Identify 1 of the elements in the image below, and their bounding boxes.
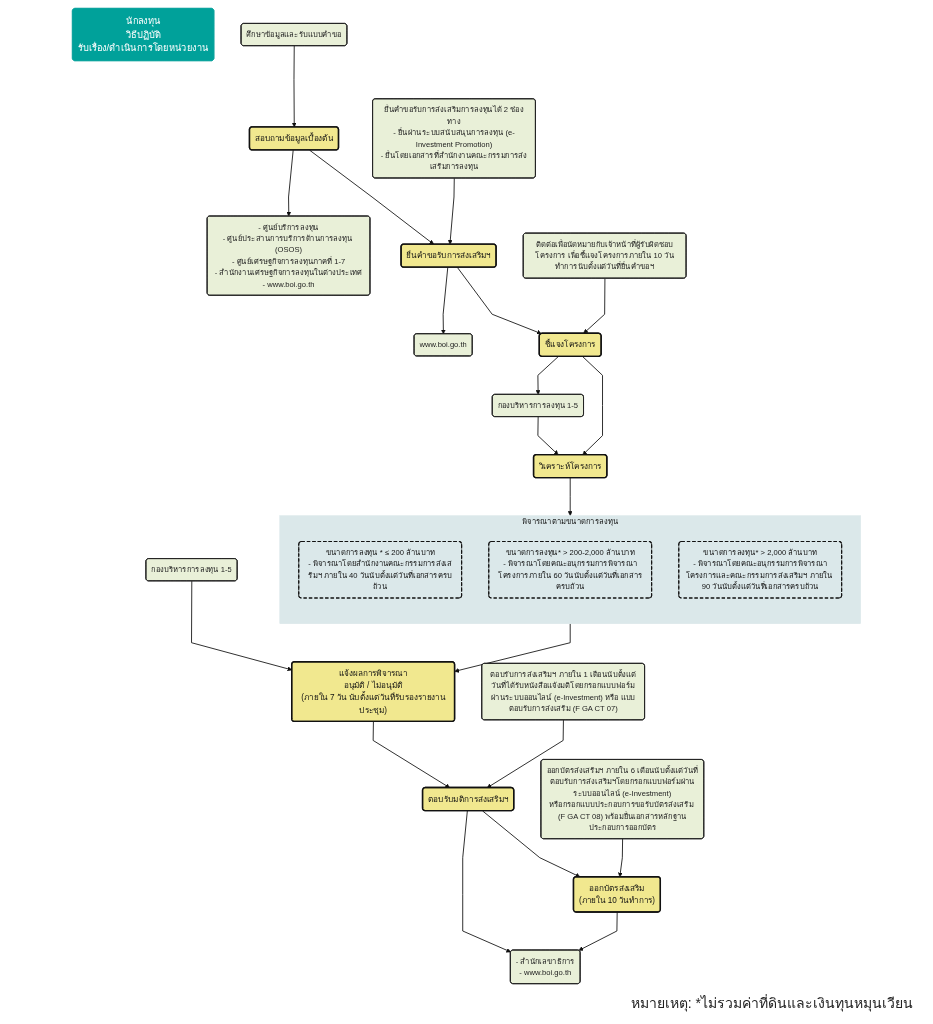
footnote: หมายเหตุ: *ไม่รวมค่าที่ดินและเงินทุนหมุนเวียน [630,995,913,1011]
